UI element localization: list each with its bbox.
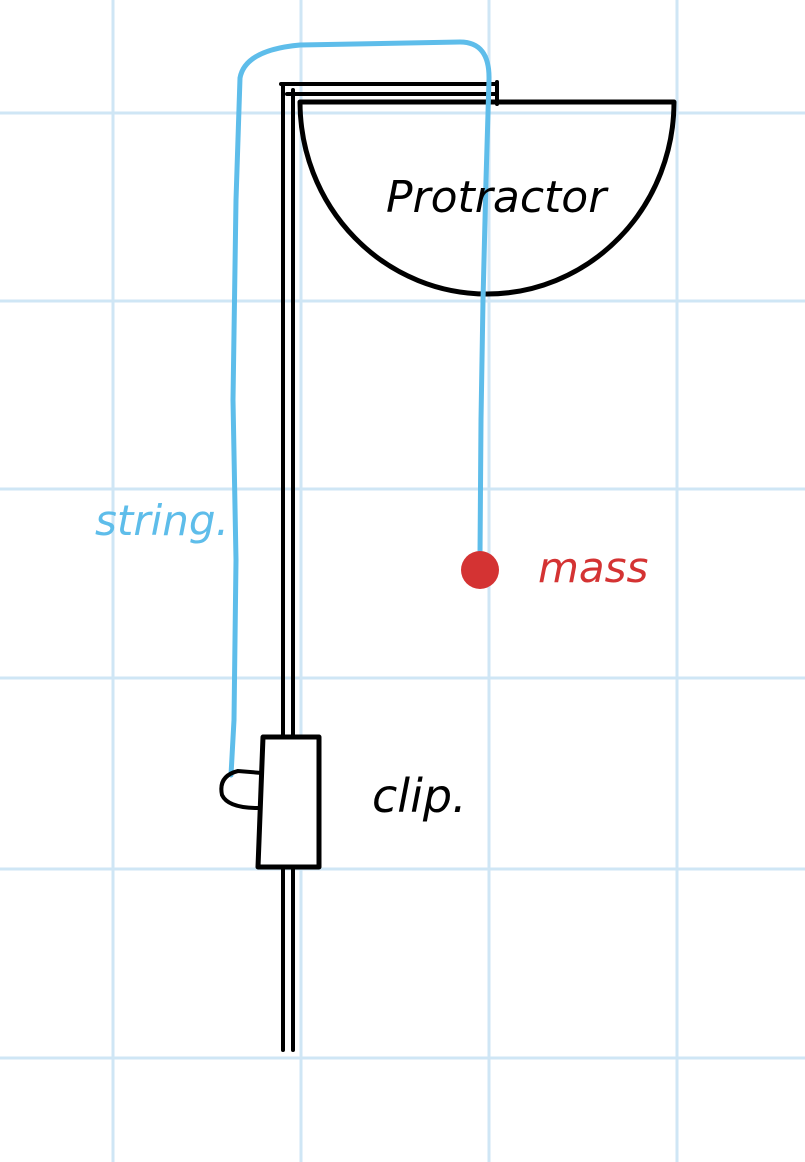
string-line xyxy=(228,39,492,778)
stand-pole xyxy=(281,84,295,1052)
clip-handle xyxy=(219,768,264,810)
clip xyxy=(255,734,322,870)
mass-label: mass xyxy=(538,543,648,592)
clip-label: clip. xyxy=(372,769,467,823)
mass-bob xyxy=(461,551,499,589)
string-label: string. xyxy=(95,496,229,545)
protractor-label: Protractor xyxy=(386,172,609,223)
protractor-shape xyxy=(297,99,677,297)
